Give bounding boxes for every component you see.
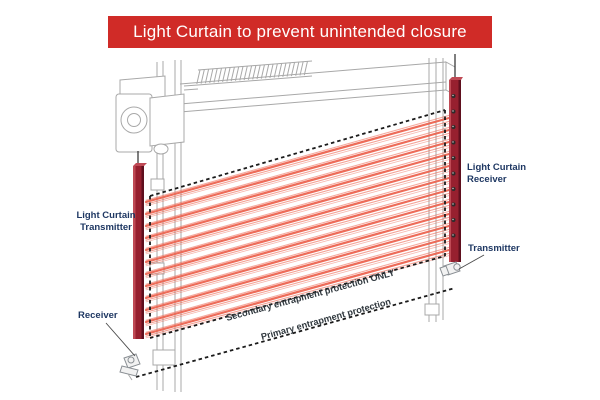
light-curtain-receiver-bar — [449, 54, 463, 262]
receiver-sensor-holes — [451, 94, 456, 238]
label-receiver-bar-line1: Light Curtain — [467, 162, 526, 173]
label-photo-eye-receiver: Receiver — [78, 310, 118, 321]
label-photo-eye-transmitter: Transmitter — [468, 243, 520, 254]
light-curtain-beams — [144, 114, 451, 339]
photo-eye-transmitter-device — [439, 261, 461, 277]
torsion-spring — [196, 60, 313, 86]
door-operator-motor — [115, 75, 199, 155]
title-banner-text: Light Curtain to prevent unintended clos… — [133, 22, 467, 41]
label-transmitter-bar-line1: Light Curtain — [76, 210, 135, 221]
title-banner: Light Curtain to prevent unintended clos… — [108, 16, 492, 48]
primary-protection-line — [135, 287, 456, 378]
label-receiver-bar-line2: Receiver — [467, 174, 507, 185]
photo-eye-receiver-device — [119, 353, 141, 381]
light-curtain-transmitter-bar — [133, 151, 147, 339]
label-transmitter-bar-line2: Transmitter — [80, 222, 132, 233]
secondary-protection-outline — [149, 109, 446, 339]
